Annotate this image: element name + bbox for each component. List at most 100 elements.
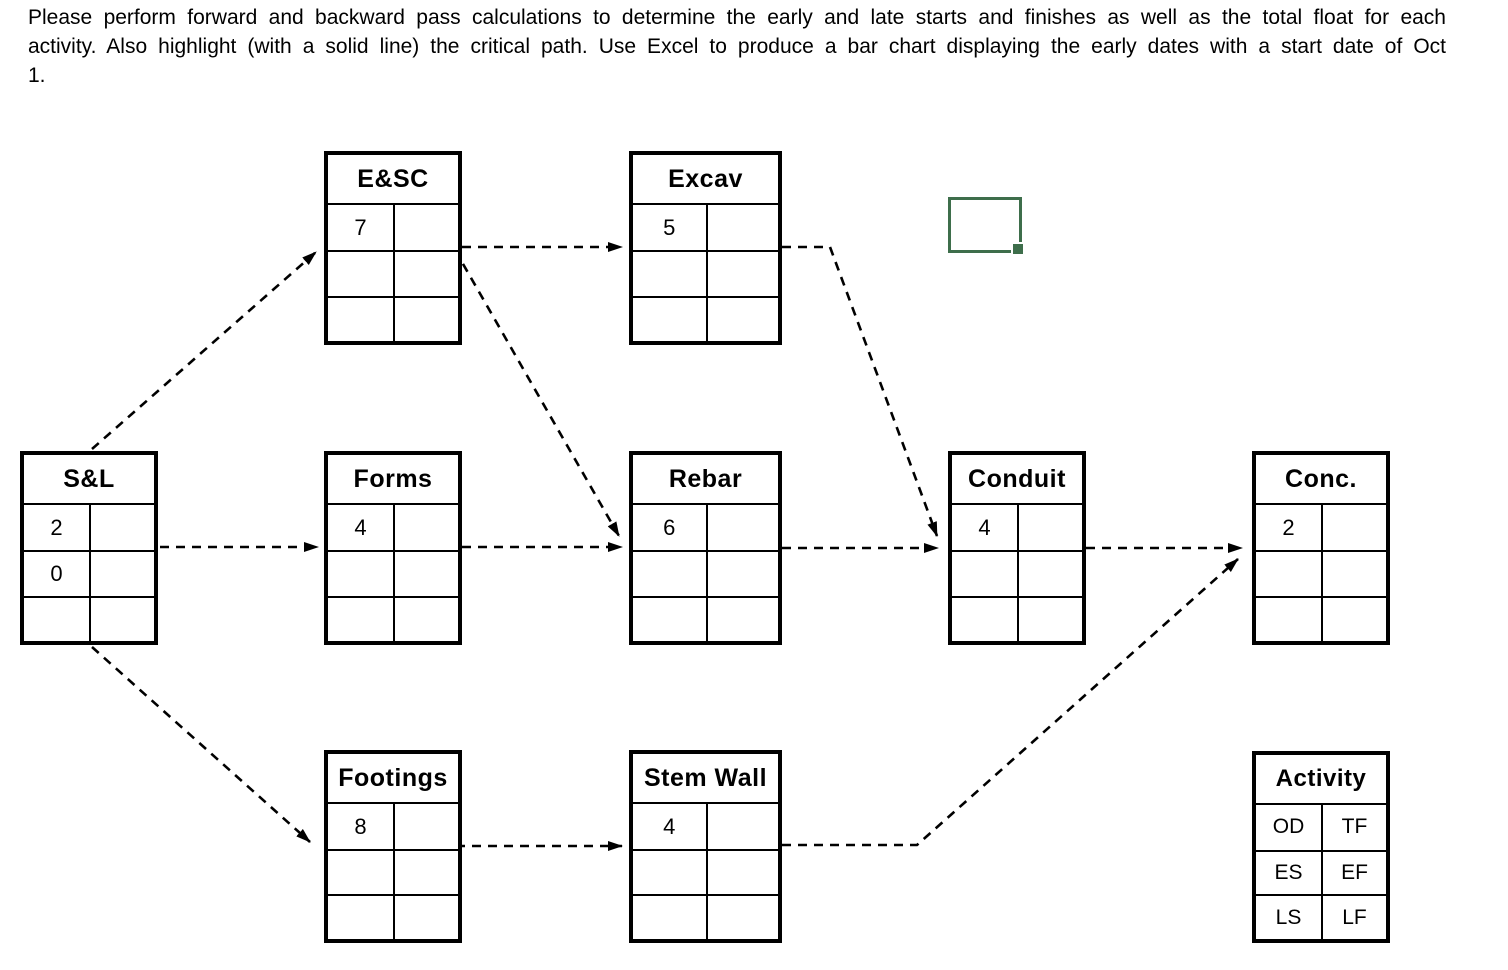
cell-sl-od: 2 (50, 514, 63, 540)
activity-node-rebar: Rebar 6 (629, 451, 782, 645)
activity-title-footings: Footings (328, 754, 458, 804)
cell-forms-od: 4 (354, 514, 367, 540)
cell-stemwall-od: 4 (663, 813, 676, 839)
cell-conduit-tf (1017, 505, 1082, 551)
instructions-text: Please perform forward and backward pass… (28, 3, 1446, 90)
legend-cell-ef: EF (1321, 849, 1386, 895)
cell-sl-es: 0 (24, 550, 89, 595)
cell-conduit-lf (1017, 595, 1082, 641)
activity-node-sl: S&L 2 0 (20, 451, 158, 645)
activity-grid-excav: 5 (633, 205, 778, 341)
cell-forms-ef (393, 550, 458, 596)
cell-conduit-od: 4 (978, 514, 991, 540)
cell-esc-lf (393, 295, 458, 341)
cell-rebar-od: 6 (663, 514, 676, 540)
cell-footings-od: 8 (354, 813, 367, 839)
cell-sl-tf (89, 505, 154, 551)
cell-stemwall-ef (705, 849, 778, 894)
cell-forms-ls (328, 595, 393, 641)
cell-footings-tf (393, 804, 458, 849)
cell-stemwall-lf (705, 894, 778, 939)
cell-conc-ls (1256, 595, 1321, 641)
cell-rebar-ef (705, 550, 778, 596)
activity-title-forms: Forms (328, 455, 458, 505)
instructions-line-2: activity. Also highlight (with a solid l… (28, 35, 1446, 58)
legend-cell-od: OD (1272, 815, 1305, 839)
cell-rebar-ls (633, 595, 706, 641)
cell-sl-ef (89, 550, 154, 596)
cell-footings-es (328, 849, 393, 894)
cell-footings-ls (328, 894, 393, 939)
cell-conduit-es (952, 550, 1017, 595)
legend-box: Activity OD TF ES EF LS LF (1252, 751, 1390, 943)
legend-cell-lf: LF (1321, 894, 1386, 939)
legend-cell-es: ES (1256, 849, 1321, 895)
cell-excav-ls (633, 295, 706, 341)
arrow-excav-to-conduit (782, 245, 939, 537)
cell-esc-ls (328, 295, 393, 341)
instructions-line-3: 1. (28, 64, 46, 87)
activity-grid-footings: 8 (328, 804, 458, 939)
activity-node-stemwall: Stem Wall 4 (629, 750, 782, 943)
cell-sl-lf (89, 595, 154, 641)
cell-forms-lf (393, 595, 458, 641)
cell-rebar-tf (705, 505, 779, 551)
cell-rebar-es (633, 550, 706, 595)
cell-conduit-ls (952, 595, 1017, 641)
cell-conduit-ef (1017, 550, 1082, 596)
cell-stemwall-es (633, 849, 706, 894)
activity-title-rebar: Rebar (633, 455, 778, 505)
activity-title-conc: Conc. (1256, 455, 1386, 505)
cell-excav-tf (705, 205, 779, 251)
cell-conc-ef (1321, 550, 1386, 596)
excel-fill-handle (1011, 242, 1025, 256)
activity-node-conduit: Conduit 4 (948, 451, 1086, 645)
arrow-sl-to-esc (91, 251, 317, 450)
legend-cell-ls: LS (1256, 894, 1321, 939)
arrow-sl-to-footings (91, 646, 311, 843)
activity-grid-sl: 2 0 (24, 505, 154, 641)
cell-rebar-lf (705, 595, 778, 641)
activity-grid-conc: 2 (1256, 505, 1386, 641)
cell-sl-ls (24, 595, 89, 641)
activity-node-footings: Footings 8 (324, 750, 462, 943)
cell-excav-lf (705, 295, 778, 341)
cell-esc-es (328, 250, 393, 295)
cell-footings-ef (393, 849, 458, 894)
activity-node-excav: Excav 5 (629, 151, 782, 345)
legend-cell-tf: TF (1321, 805, 1386, 850)
activity-node-esc: E&SC 7 (324, 151, 462, 345)
cell-stemwall-tf (705, 804, 779, 849)
activity-grid-esc: 7 (328, 205, 458, 341)
cell-excav-es (633, 250, 706, 295)
cell-conc-od: 2 (1282, 514, 1295, 540)
cell-forms-tf (393, 505, 458, 551)
activity-node-conc: Conc. 2 (1252, 451, 1390, 645)
cell-conc-lf (1321, 595, 1386, 641)
excel-cell-selection-marker (948, 197, 1025, 256)
activity-title-esc: E&SC (328, 155, 458, 205)
activity-title-stemwall: Stem Wall (633, 754, 778, 804)
cell-forms-es (328, 550, 393, 595)
activity-grid-conduit: 4 (952, 505, 1082, 641)
cell-conc-es (1256, 550, 1321, 595)
activity-title-excav: Excav (633, 155, 778, 205)
cell-stemwall-ls (633, 894, 706, 939)
cell-esc-ef (393, 250, 458, 296)
cell-excav-od: 5 (663, 214, 676, 240)
legend-grid: OD TF ES EF LS LF (1256, 805, 1386, 939)
cell-excav-ef (705, 250, 778, 296)
cell-footings-lf (393, 894, 458, 939)
activity-grid-rebar: 6 (633, 505, 778, 641)
activity-grid-forms: 4 (328, 505, 458, 641)
activity-node-forms: Forms 4 (324, 451, 462, 645)
cell-conc-tf (1321, 505, 1386, 551)
cell-esc-tf (393, 205, 458, 251)
arrow-esc-to-rebar (453, 249, 621, 537)
cell-esc-od: 7 (354, 214, 367, 240)
activity-grid-stemwall: 4 (633, 804, 778, 939)
arrow-stemwall-to-conc (782, 558, 1239, 847)
legend-title: Activity (1256, 755, 1386, 805)
instructions-line-1: Please perform forward and backward pass… (28, 6, 1446, 29)
